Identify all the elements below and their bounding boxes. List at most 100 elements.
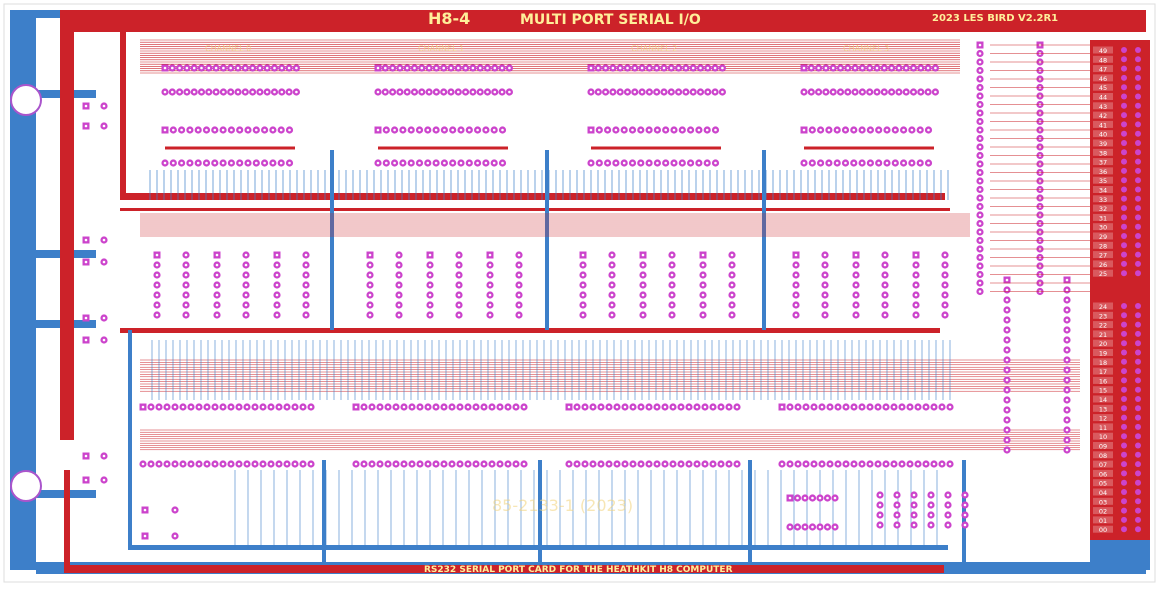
edge-pin-via xyxy=(1135,303,1141,309)
edge-pin-via xyxy=(1135,223,1141,230)
pad-drill xyxy=(246,161,250,165)
pad-drill xyxy=(854,313,858,317)
pad-drill xyxy=(664,128,667,132)
pad-drill xyxy=(647,128,651,132)
pad-drill xyxy=(655,462,659,466)
board-title: H8-4 xyxy=(428,9,470,28)
pad-drill xyxy=(978,213,982,217)
pad-drill xyxy=(875,66,879,70)
pad-drill xyxy=(647,161,651,165)
pad-drill xyxy=(189,462,193,466)
pad-drill xyxy=(254,161,258,165)
pad-drill xyxy=(1005,438,1009,442)
edge-pin-label: 37 xyxy=(1099,159,1107,167)
pad-drill xyxy=(978,69,982,72)
pad-drill xyxy=(943,283,947,287)
edge-pin-via xyxy=(1121,386,1127,393)
pad-drill xyxy=(1065,438,1069,442)
pad-drill xyxy=(354,405,358,409)
pad-drill xyxy=(672,128,676,132)
pad-drill xyxy=(517,253,521,257)
pad-drill xyxy=(623,405,627,409)
pad-drill xyxy=(1065,358,1069,362)
pad-drill xyxy=(978,179,982,183)
pad-drill xyxy=(854,263,858,267)
pad-drill xyxy=(155,263,159,267)
pad-drill xyxy=(102,124,106,128)
pad-drill xyxy=(362,462,366,466)
pad-drill xyxy=(488,263,492,267)
pad-drill xyxy=(157,405,161,409)
pad-drill xyxy=(943,313,947,317)
pad-drill xyxy=(188,161,192,165)
pad-drill xyxy=(230,128,233,132)
edge-pin-pad xyxy=(1093,311,1113,319)
pad-drill xyxy=(261,405,265,409)
pad-drill xyxy=(904,66,908,70)
pad-drill xyxy=(802,66,806,70)
pad-drill xyxy=(687,405,691,409)
pad-drill xyxy=(517,293,521,297)
pad-drill xyxy=(251,66,254,70)
pad-drill xyxy=(492,161,496,165)
pad-drill xyxy=(1005,308,1009,312)
pad-drill xyxy=(639,405,643,409)
edge-pin-via xyxy=(1121,102,1127,109)
pad-drill xyxy=(897,66,901,70)
pad-drill xyxy=(910,128,914,132)
pad-drill xyxy=(581,283,585,287)
pad-drill xyxy=(918,128,922,132)
pad-drill xyxy=(844,128,847,132)
pad-drill xyxy=(405,90,409,94)
pad-drill xyxy=(824,66,828,70)
edge-pin-via xyxy=(1121,177,1127,184)
pad-drill xyxy=(943,263,947,267)
edge-pin-pad xyxy=(1093,479,1113,487)
pad-drill xyxy=(215,303,219,307)
pad-drill xyxy=(1005,298,1009,302)
pad-drill xyxy=(488,253,492,257)
pad-drill xyxy=(287,90,291,94)
pad-drill xyxy=(846,66,850,70)
pad-drill xyxy=(618,66,622,70)
pad-drill xyxy=(641,263,645,267)
pad-drill xyxy=(1065,388,1069,392)
edge-pin-via xyxy=(1121,368,1127,375)
edge-pin-label: 24 xyxy=(1099,303,1107,311)
pad-drill xyxy=(699,90,702,94)
pad-drill xyxy=(852,128,856,132)
pad-drill xyxy=(506,405,510,409)
pad-drill xyxy=(301,462,305,466)
edge-pin-via xyxy=(1121,84,1127,91)
pad-drill xyxy=(285,405,289,409)
pad-drill xyxy=(155,253,159,257)
edge-pin-label: 01 xyxy=(1099,517,1107,525)
pad-drill xyxy=(623,462,627,466)
pad-drill xyxy=(684,90,688,94)
edge-pin-via xyxy=(1121,47,1127,53)
edge-pin-label: 10 xyxy=(1099,433,1107,441)
pad-drill xyxy=(833,525,837,529)
pad-drill xyxy=(689,128,692,132)
pad-drill xyxy=(670,303,674,307)
pad-drill xyxy=(581,253,585,257)
pad-drill xyxy=(978,188,982,191)
pad-drill xyxy=(280,90,284,94)
pad-drill xyxy=(940,405,944,409)
pad-drill xyxy=(506,462,510,466)
edge-pin-via xyxy=(1121,130,1127,137)
pad-drill xyxy=(295,66,298,70)
pad-drill xyxy=(244,303,248,307)
edge-pin-pad xyxy=(1093,204,1113,212)
edge-pin-via xyxy=(1135,321,1141,328)
pad-drill xyxy=(293,462,297,466)
pad-drill xyxy=(434,462,438,466)
pad-drill xyxy=(978,273,982,276)
pad-drill xyxy=(818,496,822,500)
pad-drill xyxy=(471,66,475,70)
edge-pin-via xyxy=(1121,303,1127,309)
pad-drill xyxy=(275,263,279,267)
pad-drill xyxy=(184,263,188,267)
pad-drill xyxy=(464,90,467,94)
edge-pin-via xyxy=(1121,470,1127,477)
